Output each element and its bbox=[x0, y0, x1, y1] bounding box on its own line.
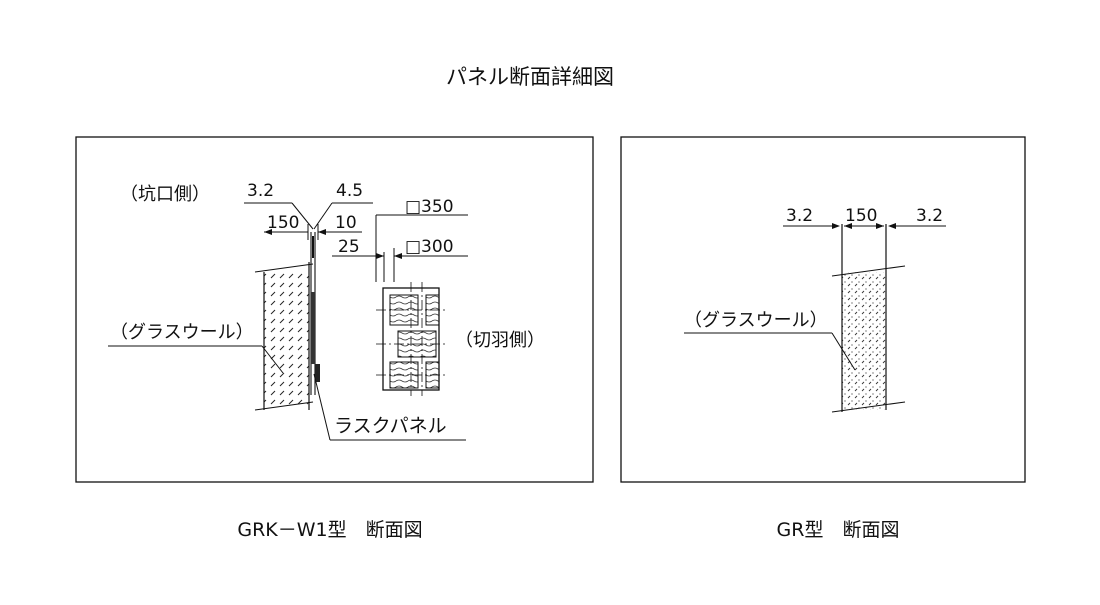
right-panel-frame bbox=[620, 136, 1026, 483]
dim-150-left: 150 bbox=[267, 213, 299, 233]
dim-right-3-2-right: 3.2 bbox=[916, 206, 943, 226]
label-tunnel-side: （坑口側） bbox=[120, 184, 210, 205]
dim-25: 25 bbox=[338, 237, 360, 257]
label-glass-wool-right: （グラスウール） bbox=[684, 310, 828, 331]
left-section-dimensions bbox=[244, 202, 373, 240]
right-section-dimensions bbox=[783, 223, 946, 229]
left-front-view bbox=[332, 214, 468, 396]
drawing-title: パネル断面詳細図 bbox=[446, 65, 614, 89]
dim-4-5: 4.5 bbox=[336, 181, 363, 201]
left-glass-wool-block bbox=[254, 262, 314, 411]
right-glass-wool-block bbox=[831, 224, 906, 413]
dim-right-150: 150 bbox=[845, 206, 877, 226]
dim-3-2-left: 3.2 bbox=[247, 181, 274, 201]
dim-sq300: □300 bbox=[405, 237, 454, 257]
lask-panel-leader bbox=[313, 373, 331, 441]
dim-sq350: □350 bbox=[405, 197, 454, 217]
right-caption: GR型 断面図 bbox=[777, 519, 900, 541]
label-cut-side: （切羽側） bbox=[455, 330, 545, 351]
left-lask-panel-plate bbox=[310, 232, 320, 395]
dim-right-3-2-left: 3.2 bbox=[786, 206, 813, 226]
label-lask-panel: ラスクパネル bbox=[334, 415, 447, 437]
left-panel: （坑口側） 3.2 4.5 150 10 □350 bbox=[75, 136, 594, 483]
label-glass-wool-left: （グラスウール） bbox=[110, 322, 254, 343]
left-caption: GRK－W1型 断面図 bbox=[237, 519, 422, 541]
right-panel: 3.2 150 3.2 （グラスウール） bbox=[620, 136, 1026, 483]
left-panel-frame bbox=[75, 136, 594, 483]
dim-10: 10 bbox=[335, 213, 357, 233]
